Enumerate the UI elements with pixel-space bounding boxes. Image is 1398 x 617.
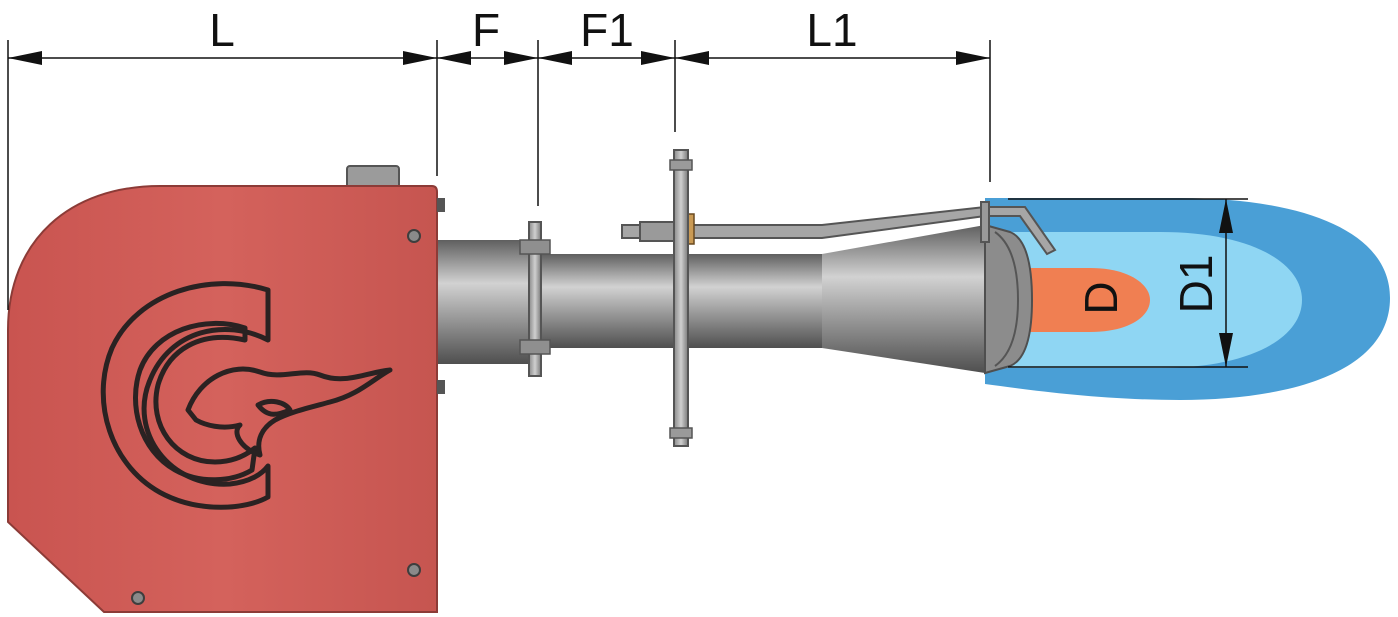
ignition-rod xyxy=(621,206,1057,256)
flange-small xyxy=(528,221,542,377)
extension-lines xyxy=(7,40,1248,368)
flange-large xyxy=(673,149,689,447)
nozzle-cone xyxy=(822,225,985,373)
flame-c-logo-icon xyxy=(100,281,393,510)
flame-core xyxy=(1030,268,1150,332)
burner-housing xyxy=(7,165,445,613)
label-F1: F1 xyxy=(580,4,634,56)
label-L1: L1 xyxy=(806,4,857,56)
label-L: L xyxy=(209,4,235,56)
label-F: F xyxy=(472,4,500,56)
nozzle-head xyxy=(984,223,1034,375)
top-cap xyxy=(346,165,400,189)
dimension-lines xyxy=(8,51,1233,367)
housing-body xyxy=(7,185,438,613)
label-D1: D1 xyxy=(1170,255,1222,314)
burner-tube-assembly xyxy=(437,149,1057,447)
label-D: D xyxy=(1075,281,1127,314)
housing-screws xyxy=(131,229,421,605)
